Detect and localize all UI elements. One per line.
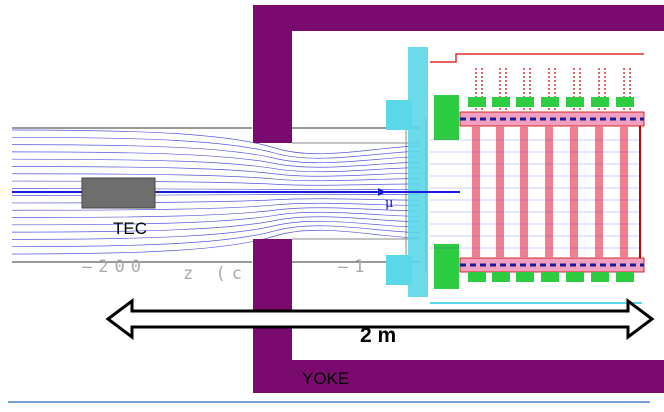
field-line [11, 225, 421, 248]
yoke-label: YOKE [302, 369, 350, 388]
cyan-flange-top [386, 100, 412, 130]
field-line [11, 216, 421, 233]
field-line [11, 220, 421, 240]
field-line [11, 144, 421, 164]
pink-stripe [545, 126, 553, 258]
pink-stripe [570, 126, 578, 258]
pink-stripe [595, 126, 603, 258]
field-line [11, 166, 421, 177]
axis-tick-right: —1 [338, 257, 371, 277]
green-connector-bottom [468, 272, 486, 282]
axis-title: z (c [183, 264, 248, 284]
field-line [11, 180, 421, 186]
pink-stripe [472, 126, 480, 258]
detector-chambers [386, 47, 645, 304]
cyan-flange-bottom [386, 255, 412, 285]
muon-label: μ [385, 196, 394, 211]
green-connector-bottom [566, 272, 584, 282]
field-line [11, 136, 421, 159]
tec-block [81, 177, 156, 209]
green-connector-bottom [541, 272, 559, 282]
field-line [11, 188, 421, 191]
field-line [11, 202, 421, 211]
pink-stripe [520, 126, 528, 258]
green-block-top [434, 95, 459, 140]
red-step-line [430, 53, 644, 63]
field-line [11, 229, 421, 255]
magnetic-field-lines [11, 129, 421, 255]
inner-gap-lines [292, 142, 420, 240]
beam-arrowhead [378, 188, 386, 196]
field-line [11, 193, 421, 196]
green-connector-bottom [616, 272, 634, 282]
field-line [11, 207, 421, 218]
green-connector-top [468, 97, 486, 107]
axis-tick-left: —200 [82, 257, 147, 277]
field-line [11, 151, 421, 168]
cyan-column [408, 47, 428, 297]
pink-stripe [496, 126, 504, 258]
green-connector-top [616, 97, 634, 107]
green-connector-bottom [591, 272, 609, 282]
green-connector-top [516, 97, 534, 107]
yoke [253, 5, 664, 393]
field-line [11, 211, 421, 226]
green-connector-top [591, 97, 609, 107]
green-connector-bottom [492, 272, 510, 282]
pink-stripe [620, 126, 628, 258]
green-connector-top [541, 97, 559, 107]
field-line [11, 173, 421, 182]
field-line [11, 158, 421, 173]
green-connector-top [566, 97, 584, 107]
tec-label: TEC [113, 219, 147, 238]
dimension-label: 2 m [360, 324, 397, 347]
green-connector-bottom [516, 272, 534, 282]
dimension-arrow [105, 298, 655, 340]
green-block-bottom [434, 244, 459, 289]
green-connector-top [492, 97, 510, 107]
field-line [11, 198, 421, 204]
field-line [11, 129, 421, 155]
